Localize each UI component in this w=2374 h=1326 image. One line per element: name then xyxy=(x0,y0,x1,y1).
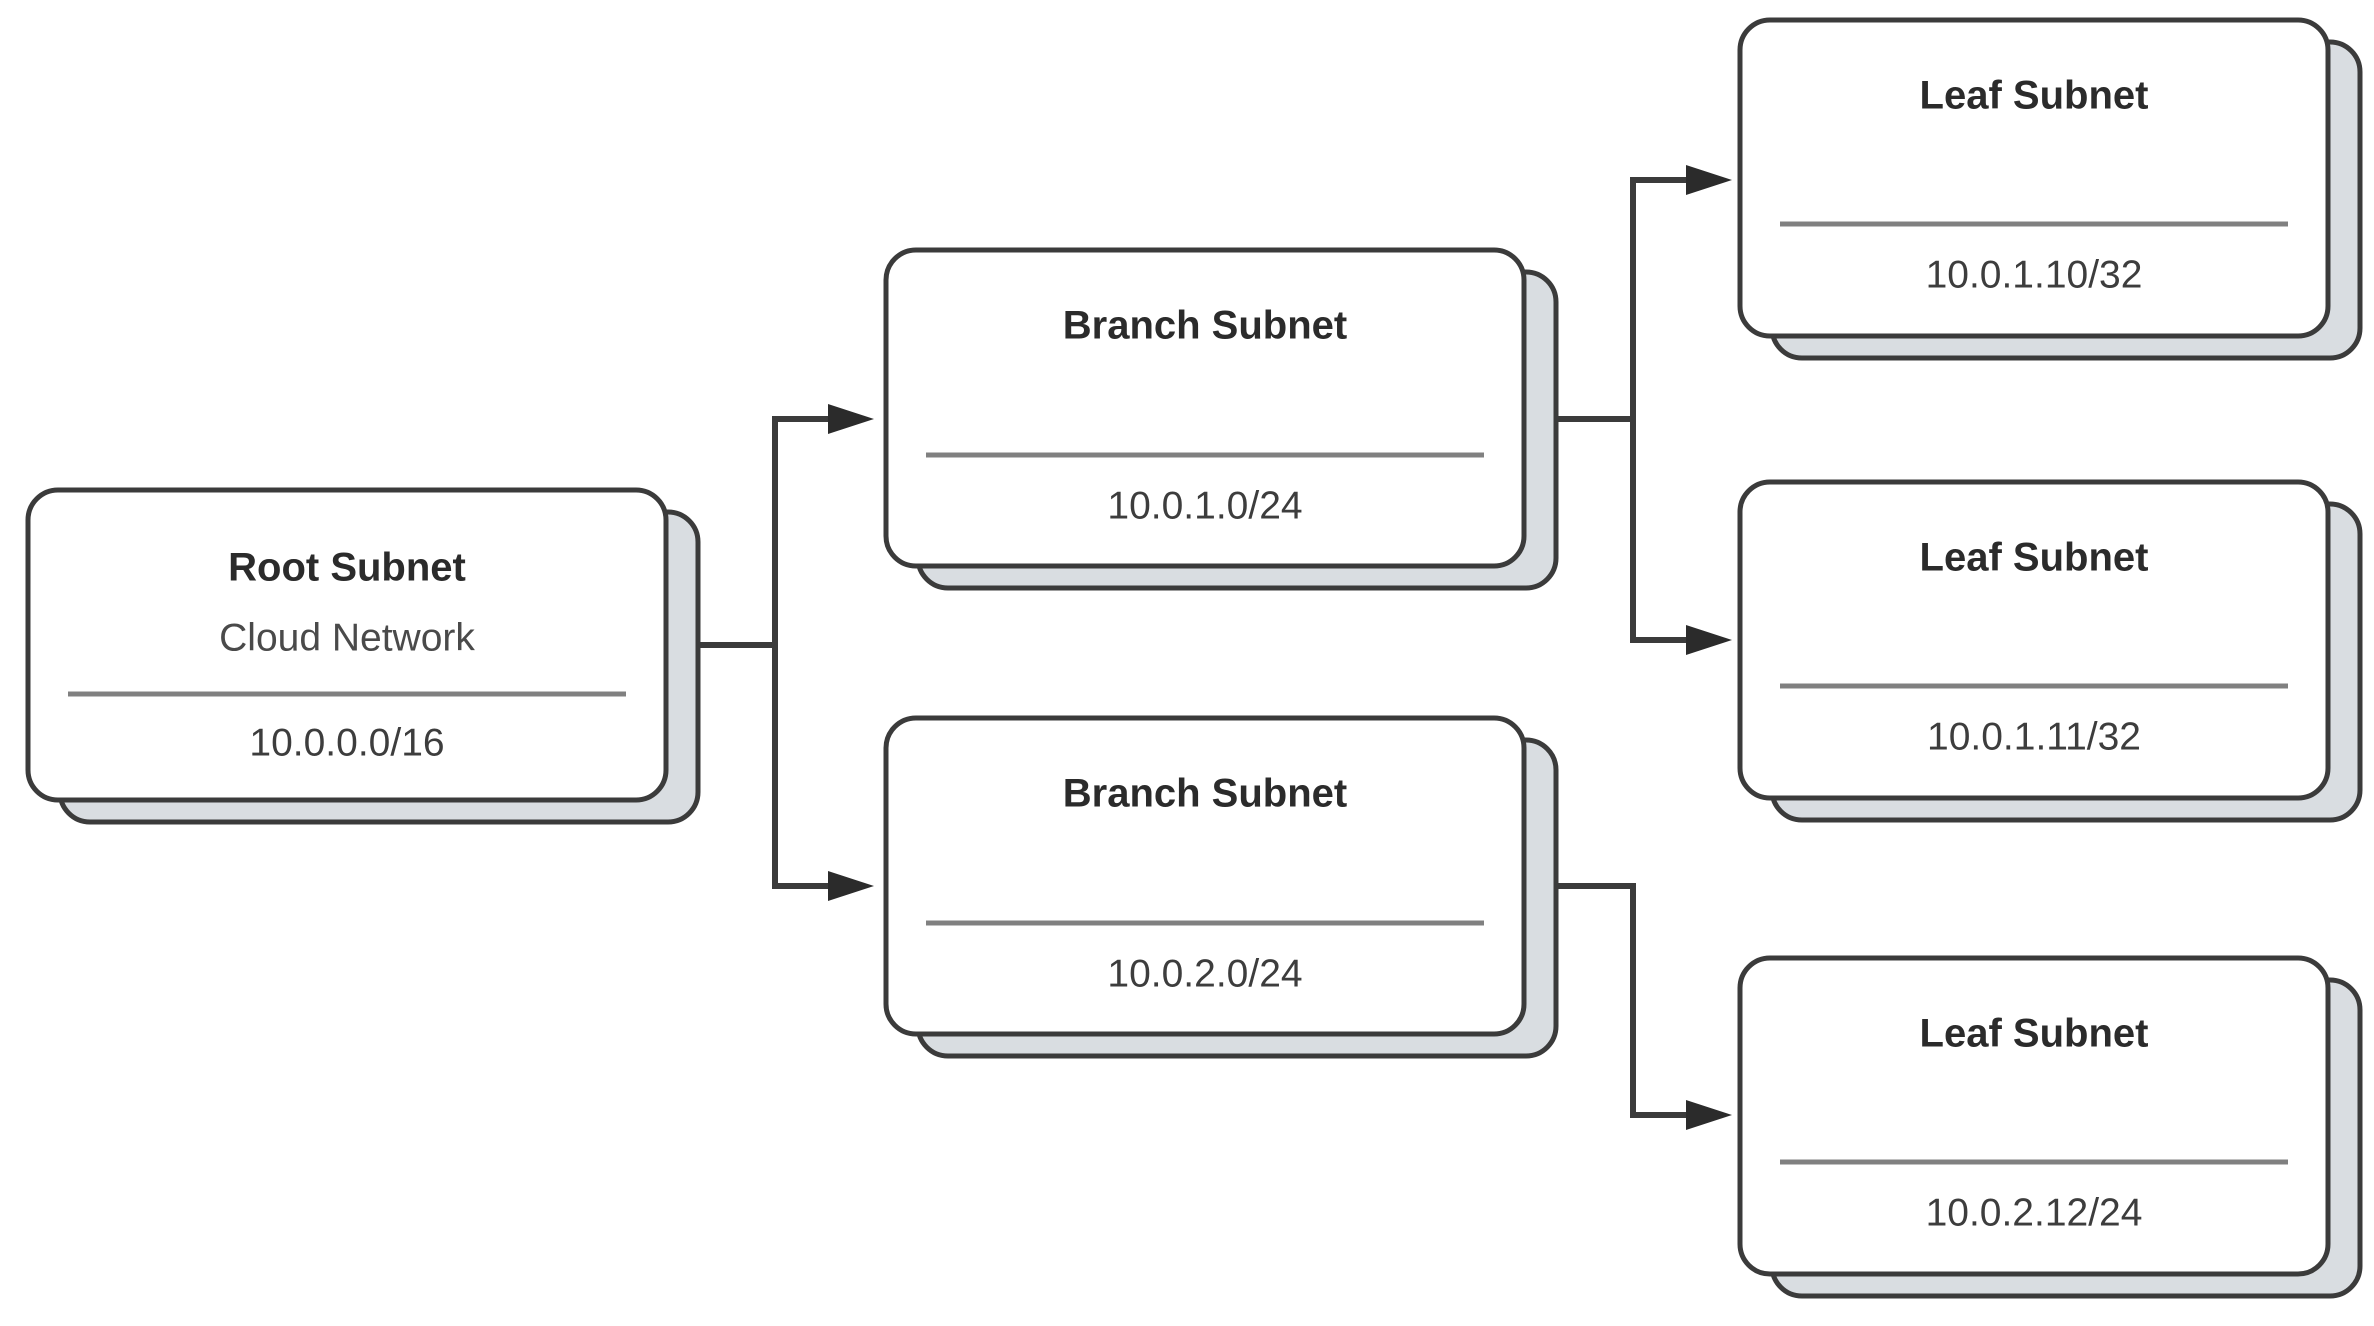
arrowhead-root-to-branch2 xyxy=(828,871,874,901)
arrowhead-branch2-to-leaf3 xyxy=(1686,1100,1732,1130)
node-leaf-subnet-1[interactable]: Leaf Subnet 10.0.1.10/32 xyxy=(1737,17,2363,361)
leaf1-title: Leaf Subnet xyxy=(1920,74,2149,118)
root-cidr: 10.0.0.0/16 xyxy=(249,721,444,764)
leaf3-title: Leaf Subnet xyxy=(1920,1012,2149,1056)
branch2-title: Branch Subnet xyxy=(1063,772,1347,816)
branch1-card xyxy=(883,247,1527,569)
branch1-title: Branch Subnet xyxy=(1063,304,1347,348)
root-card xyxy=(25,487,669,803)
arrowhead-branch1-to-leaf2 xyxy=(1686,625,1732,655)
leaf2-card xyxy=(1737,479,2331,801)
arrowhead-root-to-branch1 xyxy=(828,404,874,434)
leaf3-card xyxy=(1737,955,2331,1277)
node-branch-subnet-2[interactable]: Branch Subnet 10.0.2.0/24 xyxy=(883,715,1559,1059)
leaf3-cidr: 10.0.2.12/24 xyxy=(1926,1191,2143,1234)
leaf2-cidr: 10.0.1.11/32 xyxy=(1927,715,2141,758)
root-title: Root Subnet xyxy=(228,546,466,590)
edge-root-to-branch2 xyxy=(698,642,828,889)
leaf1-card xyxy=(1737,17,2331,339)
node-branch-subnet-1[interactable]: Branch Subnet 10.0.1.0/24 xyxy=(883,247,1559,591)
leaf2-title: Leaf Subnet xyxy=(1920,536,2149,580)
connector-layer xyxy=(698,165,1732,1130)
edge-branch2-to-leaf3 xyxy=(1556,883,1686,1118)
edge-branch1-to-leaf2 xyxy=(1556,416,1686,643)
edge-branch1-to-leaf1 xyxy=(1556,177,1686,422)
branch1-cidr: 10.0.1.0/24 xyxy=(1107,484,1302,527)
leaf1-cidr: 10.0.1.10/32 xyxy=(1926,253,2143,296)
node-leaf-subnet-2[interactable]: Leaf Subnet 10.0.1.11/32 xyxy=(1737,479,2363,823)
branch2-card xyxy=(883,715,1527,1037)
node-leaf-subnet-3[interactable]: Leaf Subnet 10.0.2.12/24 xyxy=(1737,955,2363,1299)
arrowhead-branch1-to-leaf1 xyxy=(1686,165,1732,195)
edge-root-to-branch1 xyxy=(698,416,828,648)
root-subtitle: Cloud Network xyxy=(219,616,475,659)
node-root-subnet[interactable]: Root Subnet Cloud Network 10.0.0.0/16 xyxy=(25,487,701,825)
branch2-cidr: 10.0.2.0/24 xyxy=(1107,952,1302,995)
